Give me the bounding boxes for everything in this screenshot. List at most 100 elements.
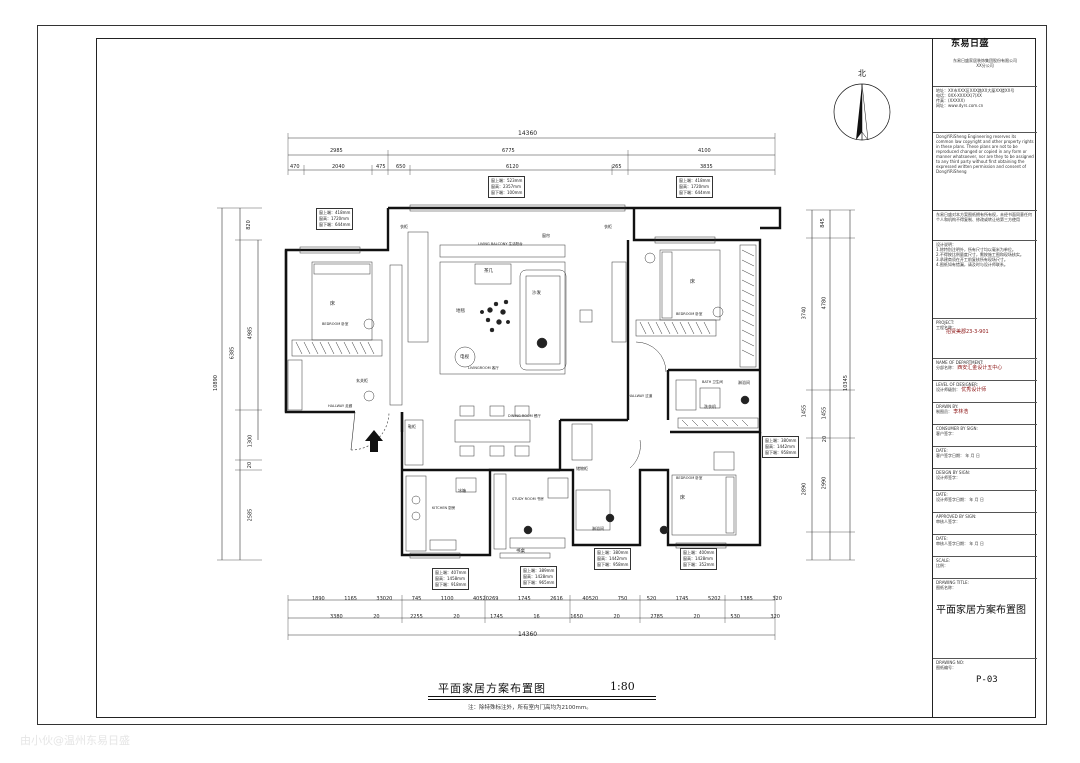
- dim-bottom-row1: 1890 1165 33020 745 1100 40520269 1745 2…: [312, 596, 782, 602]
- dim-top-mid-2: 6775: [502, 148, 515, 154]
- label-hallway-left: HALLWAY 走廊: [328, 404, 353, 408]
- level-cn: 设计师级别：: [936, 387, 960, 392]
- department-label: NAME OF DEPARTMENT:: [936, 360, 984, 365]
- window-tag-line: 窗上端：380mm: [765, 438, 797, 443]
- title-block: 东易日盛 东易日盛家居装饰集团股份有限公司 XX分公司 地址：XX市XXX区XX…: [932, 38, 1037, 718]
- label-bathing-mid: 淋浴间: [592, 526, 604, 531]
- window-tag-line: 窗高：1458mm: [435, 576, 465, 581]
- dim-b1: 1745: [517, 596, 531, 602]
- label-living: LIVINGROOM 客厅: [468, 366, 499, 370]
- dim-b1: 1165: [344, 596, 357, 602]
- dim-b1: 320: [772, 596, 782, 602]
- label-bed-left: 床: [330, 301, 336, 307]
- date-ymd: 年 月 日: [965, 453, 980, 458]
- dim-right-sub-5: 2990: [821, 476, 828, 490]
- design-note: 3.承建商须在开工前复核所有现场尺寸。: [936, 257, 1008, 262]
- dim-b1: 40520: [582, 596, 599, 602]
- label-wardrobe-right: 衣柜: [604, 224, 612, 229]
- drawing-note: 注：除特殊标注外，所有室内门高均为2100mm。: [468, 705, 592, 711]
- window-tag-line: 窗高：2357mm: [491, 184, 521, 189]
- label-bedroom-left: BEDROOM 卧室: [322, 322, 349, 326]
- dim-b1: 745: [411, 596, 422, 602]
- address-line: 网址：www.dyrs.com.cn: [936, 103, 984, 108]
- window-tag-line: 窗上端：389mm: [523, 568, 555, 573]
- drawing-main-title: 平面家居方案布置图: [438, 682, 546, 695]
- consumer-cn: 客户签字：: [936, 431, 956, 436]
- label-desk: 书桌: [516, 549, 525, 554]
- address-line: 电话：0XX-XXXXX(7)XX: [936, 93, 982, 98]
- date-label: DATE:: [936, 536, 948, 541]
- dim-top-mid-1: 2985: [330, 148, 343, 154]
- dim-b2: 2785: [650, 614, 664, 620]
- design-sign-label: DESIGN BY SIGN:: [936, 470, 971, 475]
- drawing-title-label: DRAWING TITLE:: [936, 580, 969, 585]
- drawn-value: 李林浩: [953, 409, 969, 415]
- window-tag: 窗上端：380mm 窗高：1442mm 窗下端：958mm: [762, 436, 800, 458]
- label-kitchen: KITCHEN 厨房: [432, 506, 456, 510]
- consumer-date-row: DATE: 客户签字日期： 年 月 日: [933, 446, 1037, 468]
- address-line: 地址：XX市XXX区XXX路XX大厦XX楼XX号: [936, 88, 1015, 93]
- department-value: 西安汇金设计五中心: [957, 365, 1003, 371]
- consumer-label: CONSUMER BY SIGN:: [936, 426, 978, 431]
- window-tag: 窗上端：380mm 窗高：1442mm 窗下端：958mm: [594, 548, 632, 570]
- drawing-title-cn: 图纸名称：: [936, 585, 956, 590]
- dim-b2: 3380: [330, 614, 343, 620]
- drawn-label: DRAWN BY:: [936, 404, 959, 409]
- date-sign-cn: 客户签字日期：: [936, 453, 964, 458]
- approved-label: APPROVED BY SIGN:: [936, 514, 977, 519]
- project-name: 招贤美郡23-3-901: [946, 329, 989, 335]
- label-washer: 洗衣机: [704, 404, 716, 409]
- window-tag: 窗上端：407mm 窗高：1458mm 窗下端：918mm: [432, 568, 470, 590]
- drawing-no-cn: 图纸编号：: [936, 665, 956, 670]
- date-label: DATE:: [936, 492, 948, 497]
- design-note: 2.不得按比例量度尺寸，需按施工图和现场核实。: [936, 252, 1024, 257]
- title-underline: [428, 696, 656, 697]
- window-tag-line: 窗高：1428mm: [523, 574, 553, 579]
- dim-b1: 1745: [675, 596, 689, 602]
- dim-right-inner-1: 3740: [801, 306, 808, 320]
- design-sign-row: DESIGN BY SIGN: 设计师签字：: [933, 468, 1037, 490]
- label-dining: DINING ROOM 餐厅: [508, 414, 541, 418]
- label-study: STUDY ROOM 书房: [512, 497, 544, 501]
- date-ymd: 年 月 日: [969, 497, 984, 502]
- label-entry-cabinet: 玄关柜: [356, 378, 368, 383]
- dim-top-mid-3: 4100: [698, 148, 711, 154]
- label-living-balcony: LIVING BALCONY 生活阳台: [478, 242, 523, 246]
- drawn-row: DRAWN BY: 制图员： 李林浩: [933, 402, 1037, 424]
- label-rug: 地毯: [456, 309, 465, 314]
- dim-top-small-2: 2040: [332, 164, 345, 170]
- window-tag-line: 窗下端：918mm: [435, 582, 467, 587]
- dim-top-small-7: 3835: [700, 164, 713, 170]
- label-bed-right: 床: [690, 279, 696, 285]
- label-bed-bottom: 床: [680, 495, 686, 501]
- date-label: DATE:: [936, 448, 948, 453]
- design-note: 1.除特别注明外，所有尺寸均以毫米为单位。: [936, 247, 1016, 252]
- window-tag: 窗上端：400mm 窗高：1428mm 窗下端：352mm: [680, 548, 718, 570]
- design-note: 4.图纸如有错漏，请及时与设计师联系。: [936, 262, 1008, 267]
- company-logo: 东易日盛: [951, 39, 990, 49]
- dim-b1: 750: [617, 596, 628, 602]
- scale-row: SCALE: 比例：: [933, 556, 1037, 578]
- design-notes-title: 设计说明：: [936, 242, 956, 247]
- dim-top-total: 14360: [518, 130, 538, 137]
- dim-top-small-6: 265: [612, 164, 622, 170]
- window-tag-line: 窗上端：400mm: [683, 550, 715, 555]
- drawing-title-value: 平面家居方案布置图: [936, 605, 1026, 616]
- window-tag-line: 窗下端：644mm: [319, 222, 351, 227]
- approved-row: APPROVED BY SIGN: 审核人签字：: [933, 512, 1037, 534]
- label-hallway-right: HALLWAY 过道: [628, 394, 653, 398]
- watermark: 由小伙@温州东易日盛: [20, 734, 130, 747]
- label-bedroom-right: BEDROOM 卧室: [676, 312, 703, 316]
- dim-left-sub-5: 2585: [247, 508, 254, 522]
- window-tag-line: 窗高：1720mm: [679, 184, 709, 189]
- level-value: 优秀设计师: [961, 387, 987, 393]
- dim-left-sub-2: 4985: [247, 326, 254, 340]
- dim-bottom-total: 14360: [518, 631, 538, 638]
- drawing-title-row: DRAWING TITLE: 图纸名称： 平面家居方案布置图: [933, 578, 1037, 658]
- dim-left-sub-3: 1300: [247, 434, 254, 448]
- dim-top-small-4: 650: [396, 164, 406, 170]
- window-tag-line: 窗上端：418mm: [319, 210, 351, 215]
- window-tag-line: 窗高：1428mm: [683, 556, 713, 561]
- dim-top-small-3: 475: [376, 164, 386, 170]
